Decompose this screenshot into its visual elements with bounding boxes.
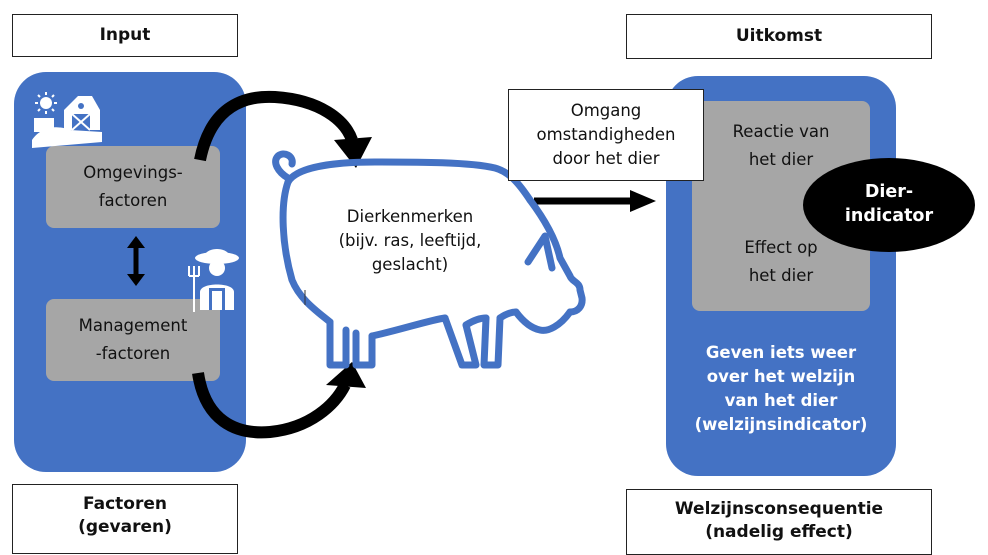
outcome-label: Uitkomst: [626, 14, 932, 59]
environment-factors-text: Omgevings- factoren: [83, 162, 183, 210]
double-arrow-icon: [127, 236, 145, 286]
welfare-note: Geven iets weer over het welzijn van het…: [694, 343, 868, 434]
farm-barn-icon: [32, 92, 102, 148]
animal-traits-text: Dierkenmerken (bijv. ras, leeftijd, gesl…: [338, 207, 482, 274]
welfare-consequence-label: Welzijnsconsequentie (nadelig effect): [626, 489, 932, 555]
upper-curved-arrow: [194, 90, 372, 168]
animal-indicator-ellipse: Dier- indicator: [803, 158, 975, 252]
management-factors-box: Management -factoren: [46, 299, 220, 381]
welfare-consequence-label-text: Welzijnsconsequentie (nadelig effect): [674, 499, 884, 542]
input-label-text: Input: [99, 25, 151, 46]
coping-box: Omgang omstandigheden door het dier: [508, 89, 704, 181]
horizontal-arrow: [534, 190, 656, 212]
management-factors-text: Management -factoren: [78, 315, 188, 363]
pig-outline-icon: [272, 150, 586, 369]
coping-text: Omgang omstandigheden door het dier: [536, 101, 676, 168]
environment-factors-box: Omgevings- factoren: [46, 146, 220, 228]
factors-label-text: Factoren (gevaren): [78, 494, 172, 537]
lower-curved-arrow: [192, 362, 366, 439]
outcome-label-text: Uitkomst: [735, 26, 823, 47]
animal-indicator-text: Dier- indicator: [844, 182, 934, 226]
farmer-icon: [188, 249, 239, 312]
input-label: Input: [12, 14, 238, 57]
effect-text: Effect op het dier: [744, 238, 818, 286]
reaction-text: Reactie van het dier: [732, 122, 830, 170]
